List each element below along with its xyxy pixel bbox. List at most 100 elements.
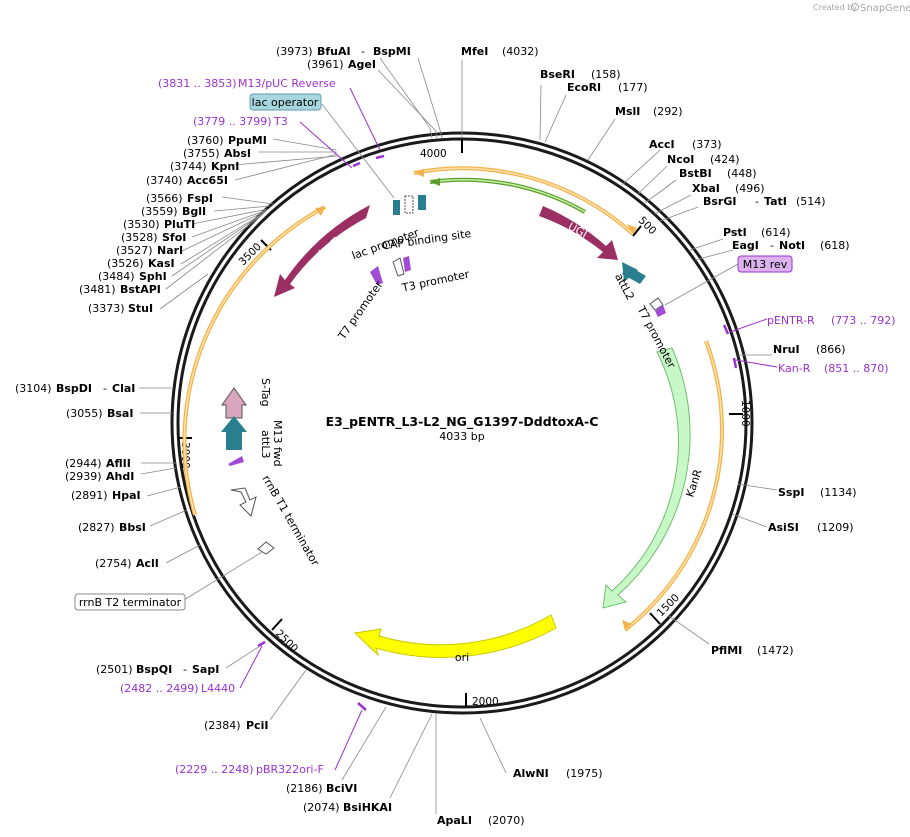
enzyme-bcivi: BciVI — [326, 782, 357, 795]
enzyme-bspqi-pos: (2501) — [96, 663, 133, 676]
enzyme-pflmi-pos: (1472) — [757, 644, 794, 657]
enzyme-pflmi: PflMI — [711, 644, 742, 657]
enzyme-xbai-pos: (496) — [735, 182, 765, 195]
enzyme-tati-pos: (514) — [796, 195, 826, 208]
ugi-feature — [539, 206, 618, 260]
rrnb-t2-box-label: rrnB T2 terminator — [79, 596, 182, 609]
enzyme-stui-pos: (3373) — [88, 302, 125, 315]
enzyme-bstapi: BstAPI — [120, 283, 161, 296]
enzyme-absi: AbsI — [224, 147, 251, 160]
plasmid-length: 4033 bp — [439, 430, 484, 443]
enzyme-leader-lines — [139, 57, 778, 814]
m13-fwd-feature — [228, 456, 244, 466]
enzyme-psti: PstI — [723, 226, 747, 239]
enzyme-acci-pos: (373) — [692, 138, 722, 151]
t3-promoter-feature — [403, 256, 411, 272]
enzyme-bsihkai: BsiHKAI — [343, 801, 392, 814]
enzyme-bstbi-pos: (448) — [727, 167, 757, 180]
enzyme-ppumi: PpuMI — [228, 134, 267, 147]
enzyme-acli: AclI — [136, 557, 159, 570]
enzyme-kpni: KpnI — [211, 160, 239, 173]
s-tag-label: S-Tag — [259, 378, 272, 407]
enzyme-asisi-pos: (1209) — [817, 521, 854, 534]
enzyme-ahdi-pos: (2939) — [65, 470, 102, 483]
enzyme-sep-tati: - — [755, 195, 759, 208]
enzyme-sphi-pos: (3484) — [98, 270, 135, 283]
enzyme-pcii: PciI — [246, 719, 268, 732]
enzyme-agei: AgeI — [348, 58, 376, 71]
primer-leader-lines — [239, 87, 778, 771]
m13-rev-box-label: M13 rev — [743, 258, 788, 271]
ori-feature — [353, 614, 557, 658]
primer-t3-range: (3779 .. 3799) — [193, 115, 272, 128]
enzyme-nari-pos: (3527) — [116, 244, 153, 257]
enzyme-bfuai: BfuAI — [317, 45, 351, 58]
rrnb-t2-leader — [183, 551, 263, 601]
enzyme-mfei-pos: (4032) — [502, 45, 539, 58]
rrnb-t1-label: rrnB T1 terminator — [259, 473, 322, 569]
primer-marks — [257, 154, 738, 711]
credit-brand: SnapGene — [860, 3, 910, 14]
tick-4000: 4000 — [420, 148, 447, 160]
rrnb-t2-feature — [257, 541, 275, 555]
primer-m13puc-name: M13/pUC Reverse — [238, 77, 336, 90]
enzyme-bspdi-pos: (3104) — [15, 382, 52, 395]
enzyme-sep-bspmi: - — [361, 45, 365, 58]
rrnb-t1-feature — [230, 487, 257, 517]
s-tag-feature — [221, 387, 247, 419]
orf-arc-head-1 — [627, 224, 637, 234]
enzyme-psti-pos: (614) — [761, 226, 791, 239]
enzyme-bspmi: BspMI — [373, 45, 411, 58]
primer-pbr-name: pBR322ori-F — [256, 763, 324, 776]
enzyme-fspi: FspI — [187, 192, 213, 205]
orf-arc-head-2 — [622, 620, 632, 630]
attl3-label: attL3 — [259, 430, 272, 459]
m13-rev-leader — [664, 263, 739, 306]
primer-l4440-range: (2482 .. 2499) — [120, 682, 199, 695]
enzyme-sphi: SphI — [139, 270, 167, 283]
enzyme-noti: NotI — [779, 239, 805, 252]
plasmid-title: E3_pENTR_L3-L2_NG_G1397-DddtoxA-C — [326, 414, 599, 430]
lac-operator-leader — [321, 103, 395, 199]
enzyme-bspqi: BspQI — [136, 663, 172, 676]
enzyme-sapi: SapI — [192, 663, 219, 676]
t3-promoter-label: T3 promoter — [400, 268, 471, 295]
primer-l4440-name: L4440 — [201, 682, 235, 695]
primer-kanr-name: Kan-R — [778, 362, 811, 375]
enzyme-apali-pos: (2070) — [488, 814, 525, 827]
t7-promoter-feature-left — [370, 266, 383, 285]
primer-pentr-range: (773 .. 792) — [831, 314, 896, 327]
credit-prefix: Created by — [813, 3, 857, 12]
cap-site-feature — [418, 195, 426, 210]
enzyme-sep-clai: - — [103, 382, 107, 395]
enzyme-bsrgi: BsrGI — [703, 195, 736, 208]
enzyme-tati: TatI — [764, 195, 787, 208]
lac-operator-feature — [393, 200, 400, 215]
primer-pentr-name: pENTR-R — [767, 314, 815, 327]
enzyme-sep-noti: - — [770, 239, 774, 252]
lac-promoter-feature — [404, 195, 414, 214]
enzyme-bfuai-pos: (3973) — [276, 45, 313, 58]
snapgene-logo-icon — [851, 3, 859, 11]
tick-2500: 2500 — [273, 628, 300, 655]
enzyme-bspdi: BspDI — [56, 382, 92, 395]
ori-label: ori — [455, 651, 469, 664]
enzyme-bgli: BglI — [182, 205, 206, 218]
enzyme-noti-pos: (618) — [820, 239, 850, 252]
enzyme-acli-pos: (2754) — [95, 557, 132, 570]
enzyme-stui: StuI — [128, 302, 153, 315]
enzyme-acci: AccI — [649, 138, 675, 151]
rrnb-t2-box — [74, 593, 186, 611]
enzyme-ahdi: AhdI — [106, 470, 134, 483]
lac-operator-box — [249, 93, 322, 111]
enzyme-pcii-pos: (2384) — [204, 719, 241, 732]
t7-promoter-feature-right — [655, 305, 666, 317]
lac-operator-box-label: lac operator — [252, 96, 319, 109]
enzyme-pluti: PluTI — [164, 218, 195, 231]
enzyme-bsihkai-pos: (2074) — [303, 801, 340, 814]
enzyme-bseri: BseRI — [540, 68, 575, 81]
enzyme-kasi-pos: (3526) — [107, 257, 144, 270]
enzyme-sspi: SspI — [778, 486, 804, 499]
enzyme-absi-pos: (3755) — [183, 147, 220, 160]
enzyme-ecori: EcoRI — [567, 81, 601, 94]
